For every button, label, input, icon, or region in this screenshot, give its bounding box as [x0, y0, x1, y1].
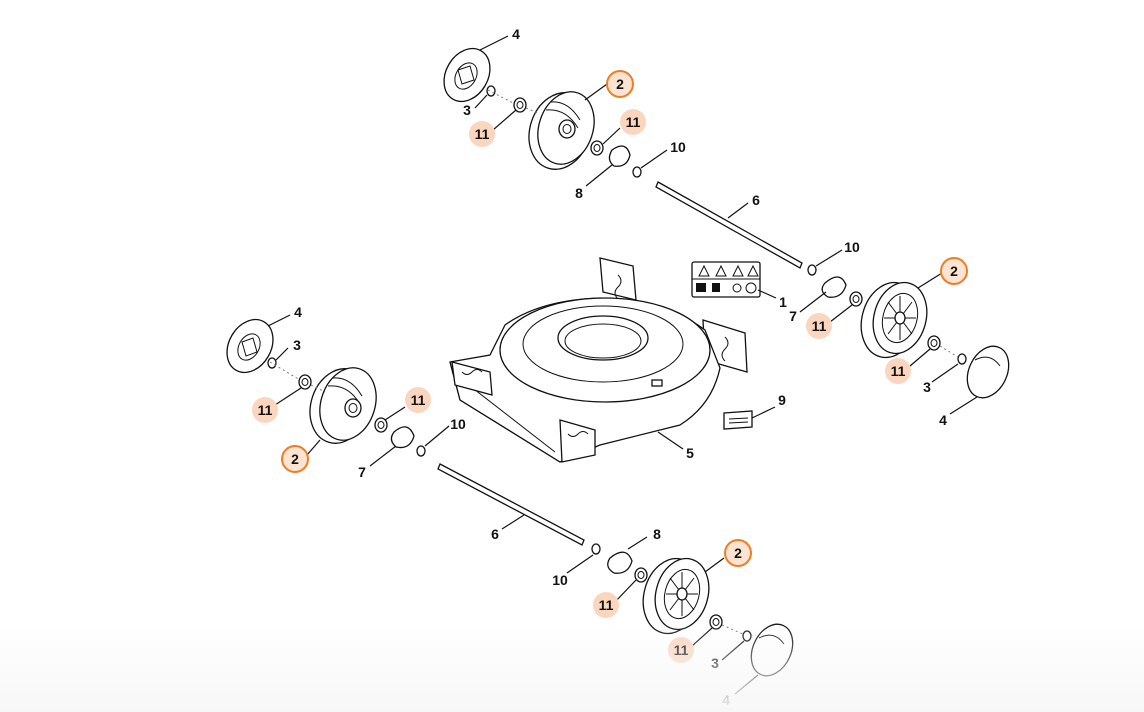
bearing-right-1 — [849, 291, 863, 307]
callout-8: 8 — [575, 185, 583, 201]
highlight-markers — [252, 70, 968, 663]
callout-11: 11 — [599, 597, 614, 613]
clip-top — [608, 145, 631, 167]
callout-4: 4 — [512, 26, 520, 42]
callout-10: 10 — [670, 139, 686, 155]
callout-2: 2 — [734, 545, 742, 561]
marker-2-right — [940, 257, 968, 285]
marker-2-left — [281, 445, 309, 473]
callout-11: 11 — [812, 318, 827, 334]
washer-10-bottom — [591, 543, 601, 555]
callout-3: 3 — [711, 655, 719, 671]
callout-11: 11 — [411, 392, 426, 408]
marker-11-c — [806, 313, 832, 339]
bearing-left-2 — [374, 417, 388, 433]
washer-10-right — [807, 264, 817, 276]
marker-11-d — [252, 397, 278, 423]
wheel-top — [528, 91, 595, 170]
bearing-top-left — [513, 97, 527, 113]
callout-11: 11 — [626, 114, 641, 130]
clip-right — [821, 276, 847, 298]
mower-deck — [449, 257, 748, 463]
marker-11-b — [620, 109, 646, 135]
bearing-bottom-1 — [634, 567, 648, 583]
marker-11-a — [469, 121, 495, 147]
marker-2-bottom — [724, 539, 752, 567]
callout-labels: 4 3 11 2 11 10 8 6 10 2 1 7 11 4 3 11 11… — [258, 26, 959, 708]
bearing-right-2 — [927, 335, 941, 351]
washer-left — [267, 357, 277, 369]
hubcap-right — [966, 345, 1010, 399]
hubcap-bottom — [750, 623, 794, 677]
callout-5: 5 — [686, 445, 694, 461]
callout-11: 11 — [674, 642, 689, 658]
marker-11-h — [668, 637, 694, 663]
washer-bottom — [742, 630, 752, 642]
axle-rear — [655, 181, 803, 269]
leader-lines — [267, 35, 978, 695]
bearing-bottom-2 — [709, 614, 723, 630]
callout-1: 1 — [779, 294, 787, 310]
callout-4: 4 — [722, 692, 730, 708]
callout-10: 10 — [552, 572, 568, 588]
callout-8: 8 — [653, 526, 661, 542]
callout-2: 2 — [950, 263, 958, 279]
wheel-bottom — [642, 557, 710, 635]
wheel-cap-left — [226, 318, 274, 374]
callout-2: 2 — [291, 451, 299, 467]
callout-11: 11 — [475, 126, 490, 142]
callout-7: 7 — [358, 464, 366, 480]
callout-2: 2 — [616, 76, 624, 92]
callout-11: 11 — [891, 363, 906, 379]
callout-11: 11 — [258, 402, 273, 418]
clip-left — [390, 426, 415, 449]
callout-10: 10 — [844, 239, 860, 255]
bearing-left-1 — [298, 374, 312, 390]
callout-6: 6 — [491, 526, 499, 542]
callout-3: 3 — [293, 337, 301, 353]
callout-7: 7 — [789, 308, 797, 324]
washer-10-left — [416, 445, 426, 457]
callout-3: 3 — [923, 379, 931, 395]
washer-right — [957, 353, 967, 365]
marker-2-top — [606, 70, 634, 98]
axle-front — [437, 463, 585, 546]
wheel-left — [309, 367, 377, 444]
callout-6: 6 — [752, 192, 760, 208]
washer-top — [486, 85, 496, 97]
callout-9: 9 — [778, 392, 786, 408]
type-label — [723, 410, 753, 430]
marker-11-e — [405, 387, 431, 413]
callout-3: 3 — [463, 102, 471, 118]
marker-11-g — [593, 592, 619, 618]
wheel-right — [860, 281, 928, 359]
warning-label — [691, 261, 761, 298]
callout-10: 10 — [450, 416, 466, 432]
washer-10-top — [632, 166, 642, 178]
clip-bottom — [607, 551, 633, 574]
callout-4: 4 — [939, 412, 947, 428]
bearing-top-right — [590, 140, 604, 156]
wheel-cap-top — [443, 47, 491, 103]
marker-11-f — [885, 358, 911, 384]
callout-4: 4 — [294, 304, 302, 320]
